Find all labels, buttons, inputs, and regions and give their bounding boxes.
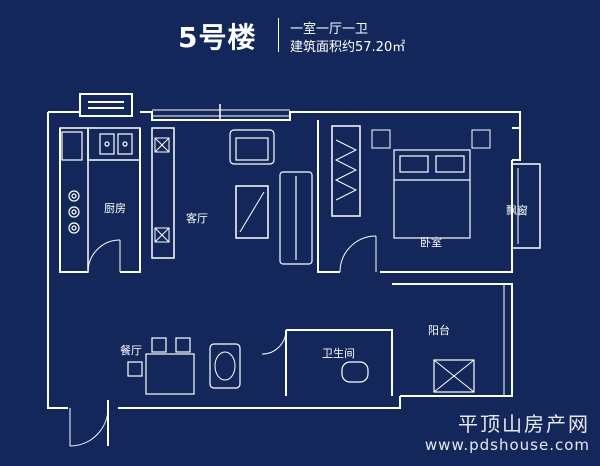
toilet-icon xyxy=(341,361,369,383)
room-label-bathroom: 卫生间 xyxy=(322,346,355,360)
wardrobe xyxy=(331,125,361,217)
watermark-site-name: 平顶山房产网 xyxy=(458,412,590,436)
bathroom-wall xyxy=(286,329,393,396)
outer-wall xyxy=(512,127,521,161)
balcony-fixture xyxy=(433,359,475,393)
layout-type: 一室一厅一卫 xyxy=(290,22,369,37)
outer-wall xyxy=(140,111,521,128)
room-label-dining: 餐厅 xyxy=(120,343,142,357)
bedroom-wall xyxy=(317,120,340,273)
header-divider xyxy=(278,18,279,52)
fridge-icon xyxy=(61,131,83,161)
kitchen-counter xyxy=(59,127,89,273)
floor-area: 建筑面积约57.20㎡ xyxy=(290,40,406,55)
sink-icon xyxy=(209,343,241,389)
bathroom-door xyxy=(261,329,287,355)
room-label-balcony: 阳台 xyxy=(428,323,450,337)
bay-window xyxy=(511,163,541,249)
kitchen-wall xyxy=(59,128,88,273)
balcony-wall xyxy=(392,283,513,397)
nightstand xyxy=(371,129,391,149)
room-label-kitchen: 厨房 xyxy=(104,202,126,215)
room-label-bay-window: 飘窗 xyxy=(506,203,528,217)
nightstand xyxy=(471,129,491,149)
stove-icon xyxy=(68,190,80,234)
outer-wall xyxy=(47,112,68,409)
room-label-bedroom: 卧室 xyxy=(420,235,442,249)
tv-cabinet xyxy=(151,127,175,259)
room-label-living: 客厅 xyxy=(186,211,208,225)
dining-table-icon xyxy=(127,337,195,395)
bed-icon xyxy=(393,149,471,239)
sink-icon xyxy=(99,133,133,155)
watermark-url: www.pdshouse.com xyxy=(424,436,590,454)
bedroom-door xyxy=(339,235,377,273)
sofa-icon xyxy=(279,171,313,265)
armchair-icon xyxy=(229,129,275,165)
kitchen-window xyxy=(79,93,133,117)
header: 5号楼 一室一厅一卫 建筑面积约57.20㎡ xyxy=(0,0,600,60)
entry-door xyxy=(69,407,109,447)
building-title: 5号楼 xyxy=(178,21,257,54)
coffee-table xyxy=(235,185,269,239)
outer-wall xyxy=(118,396,401,409)
kitchen-door xyxy=(87,239,121,273)
